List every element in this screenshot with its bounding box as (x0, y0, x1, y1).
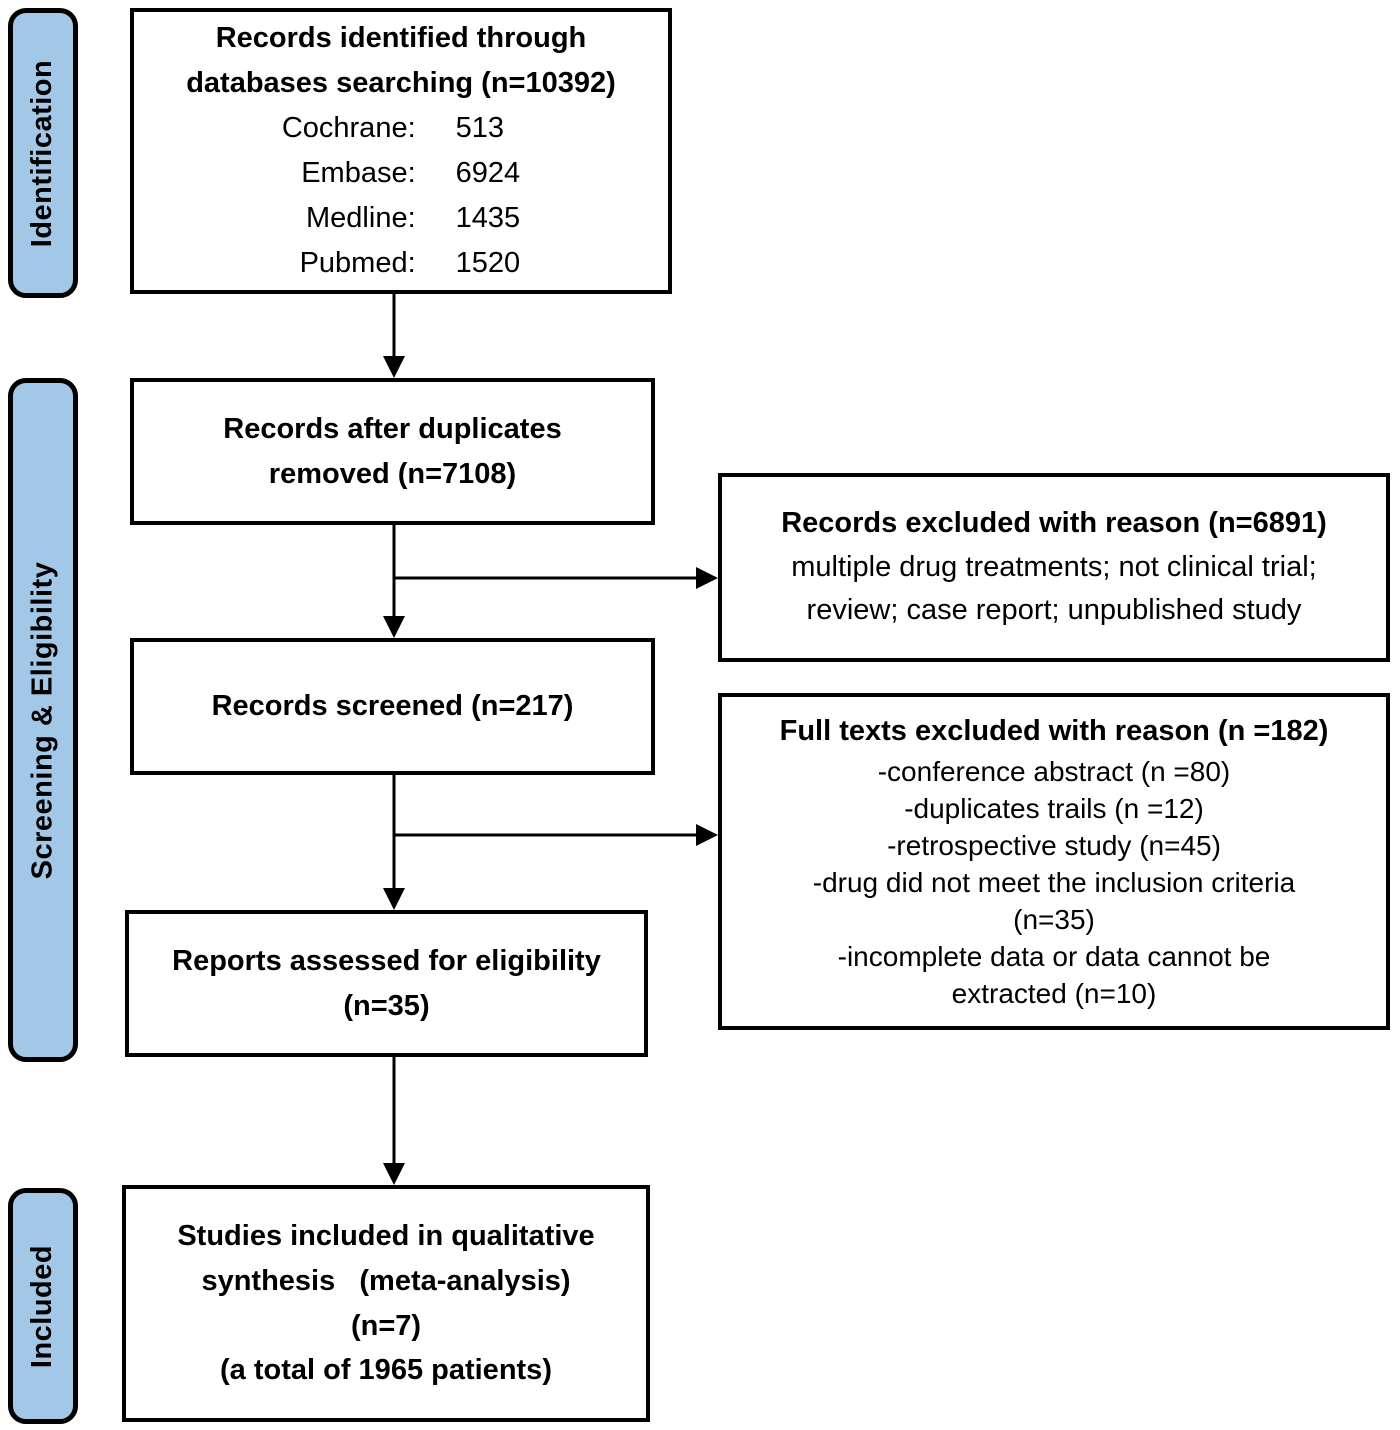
records-identified-title: Records identified through databases sea… (186, 22, 616, 100)
database-count: 1435 (455, 201, 521, 234)
records-excluded-title: Records excluded with reason (n=6891) (781, 507, 1327, 540)
database-label: Cochrane: (281, 112, 416, 145)
stage-included: Included (8, 1188, 78, 1424)
box-records-screened: Records screened (n=217) (130, 638, 655, 775)
arrow-branch-records-excluded (394, 567, 718, 589)
database-count: 513 (455, 112, 505, 145)
database-counts-table: Cochrane: 513 Embase: 6924 Medline: 1435… (282, 106, 520, 286)
arrow-branch-fulltext-excluded (394, 824, 718, 846)
database-count: 6924 (455, 157, 521, 189)
records-excluded-reasons: multiple drug treatments; not clinical t… (791, 550, 1317, 627)
stage-included-label: Included (26, 1244, 59, 1368)
arrow-identified-to-duplicates (383, 293, 405, 378)
database-label: Embase: (301, 157, 416, 189)
stage-identification-label: Identification (26, 59, 59, 247)
stage-screening-eligibility-label: Screening & Eligibility (26, 561, 59, 879)
database-label: Pubmed: (299, 246, 416, 279)
fulltext-excluded-reasons: -conference abstract (n =80) -duplicates… (812, 755, 1296, 1009)
reports-assessed-title: Reports assessed for eligibility (n=35) (172, 944, 601, 1022)
box-duplicates-removed: Records after duplicates removed (n=7108… (130, 378, 655, 525)
stage-identification: Identification (8, 8, 78, 298)
box-studies-included: Studies included in qualitative synthesi… (122, 1185, 650, 1422)
box-records-identified: Records identified through databases sea… (130, 8, 672, 294)
box-reports-assessed: Reports assessed for eligibility (n=35) (125, 910, 648, 1057)
fulltext-excluded-title: Full texts excluded with reason (n =182) (779, 715, 1329, 748)
arrow-duplicates-to-screened (383, 521, 405, 638)
database-count: 1520 (455, 246, 521, 279)
database-label: Medline: (306, 201, 416, 234)
arrow-assessed-to-included (383, 1053, 405, 1185)
records-screened-title: Records screened (n=217) (211, 690, 574, 723)
box-fulltext-excluded: Full texts excluded with reason (n =182)… (718, 693, 1390, 1030)
duplicates-removed-title: Records after duplicates removed (n=7108… (223, 412, 562, 490)
box-records-excluded: Records excluded with reason (n=6891) mu… (718, 473, 1390, 662)
arrow-screened-to-assessed (383, 771, 405, 910)
studies-included-title: Studies included in qualitative synthesi… (177, 1219, 595, 1387)
stage-screening-eligibility: Screening & Eligibility (8, 378, 78, 1062)
